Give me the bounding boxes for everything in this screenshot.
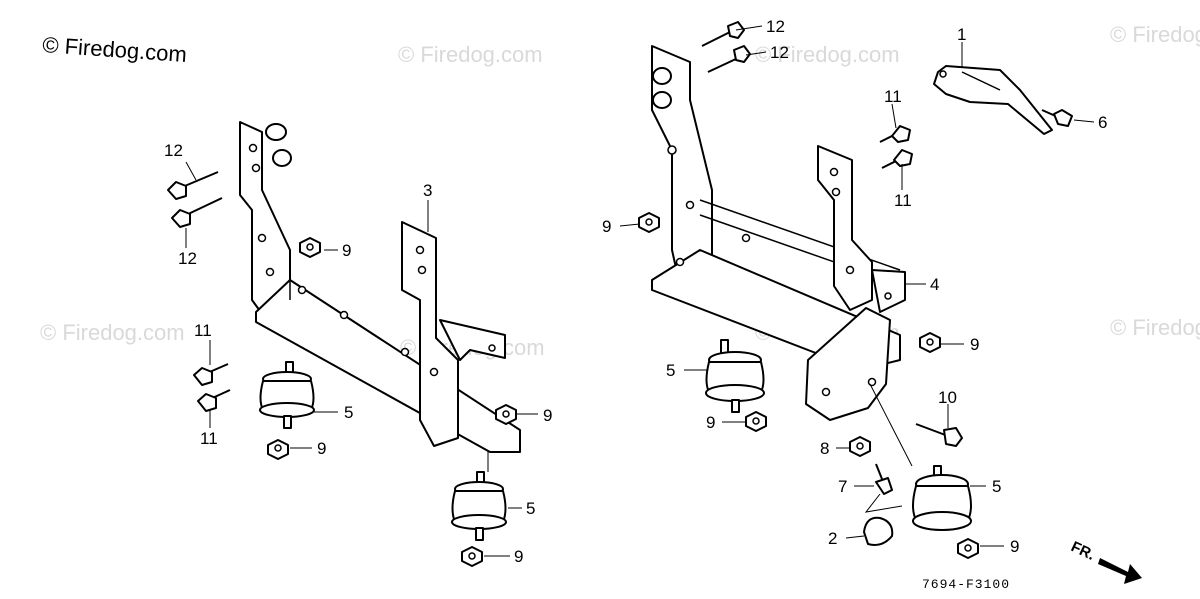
bolt-part-12 xyxy=(167,171,219,200)
flange-nut xyxy=(638,212,660,233)
watermark: © Firedog.com xyxy=(1110,315,1200,340)
bolt-part-11 xyxy=(879,125,911,143)
callout-8: 8 xyxy=(820,439,829,458)
callout-11: 11 xyxy=(200,429,218,448)
watermark: © Firedog.com xyxy=(1110,22,1200,47)
callout-11: 11 xyxy=(894,191,912,210)
callout-2: 2 xyxy=(828,529,837,548)
callout-12: 12 xyxy=(178,249,197,268)
watermark: © Firedog.com xyxy=(755,42,900,67)
callout-9: 9 xyxy=(543,406,552,425)
callout-11: 11 xyxy=(884,87,902,106)
callout-12: 12 xyxy=(770,43,789,62)
callout-5: 5 xyxy=(992,477,1001,496)
rubber-mount xyxy=(451,471,507,541)
bolt-part-12 xyxy=(701,21,745,47)
flange-nut xyxy=(745,411,767,432)
callout-9: 9 xyxy=(706,413,715,432)
flange-nut xyxy=(267,439,289,460)
callout-6: 6 xyxy=(1098,113,1107,132)
front-label: FR. xyxy=(1068,538,1097,564)
callout-9: 9 xyxy=(970,335,979,354)
bolt-part-12 xyxy=(171,197,223,228)
callout-9: 9 xyxy=(602,217,611,236)
callout-9: 9 xyxy=(1010,537,1019,556)
callouts: 12 12 3 9 11 11 5 9 9 5 9 12 12 1 11 11 … xyxy=(164,17,1107,566)
flange-nut xyxy=(495,404,517,425)
watermark: © Firedog.com xyxy=(398,42,543,67)
callout-5: 5 xyxy=(526,499,535,518)
callout-9: 9 xyxy=(514,547,523,566)
bolt-part-10 xyxy=(915,423,963,447)
cap-part-2 xyxy=(863,516,894,546)
watermarks: © Firedog.com © Firedog.com © Firedog.co… xyxy=(40,22,1200,360)
callout-4: 4 xyxy=(930,275,939,294)
callout-12: 12 xyxy=(766,17,785,36)
bolt-part-11 xyxy=(881,149,913,169)
callout-7: 7 xyxy=(838,477,847,496)
leader-lines xyxy=(185,25,1095,557)
flange-nut xyxy=(461,546,483,567)
rubber-mount xyxy=(259,361,315,429)
callout-3: 3 xyxy=(423,181,432,200)
stud-part-7 xyxy=(875,463,893,495)
callout-5: 5 xyxy=(344,403,353,422)
front-direction-indicator: FR. xyxy=(1068,538,1142,584)
bolt-part-11 xyxy=(193,363,229,386)
callout-9: 9 xyxy=(342,241,351,260)
bolt-part-6 xyxy=(1041,109,1073,127)
bolt-part-12 xyxy=(707,45,751,73)
rubber-mount xyxy=(705,339,765,413)
flange-nut xyxy=(299,237,321,258)
callout-11: 11 xyxy=(194,321,212,340)
callout-9: 9 xyxy=(317,439,326,458)
bracket-part-1 xyxy=(933,65,1053,135)
rubber-mount xyxy=(912,465,972,531)
flange-nut xyxy=(919,332,941,353)
diagram-code: 7694-F3100 xyxy=(922,577,1010,592)
direction-arrow-icon xyxy=(1098,558,1142,584)
frame-right-part-4 xyxy=(651,45,906,421)
callout-5: 5 xyxy=(666,361,675,380)
callout-12: 12 xyxy=(164,141,183,160)
nut-part-8 xyxy=(849,436,871,457)
callout-10: 10 xyxy=(938,388,957,407)
watermark: © Firedog.com xyxy=(40,320,185,345)
frame-left-part-3 xyxy=(239,121,521,453)
copyright-text: © Firedog.com xyxy=(42,32,188,67)
callout-1: 1 xyxy=(957,25,966,44)
flange-nut xyxy=(957,538,979,559)
bolt-part-11 xyxy=(197,389,231,412)
